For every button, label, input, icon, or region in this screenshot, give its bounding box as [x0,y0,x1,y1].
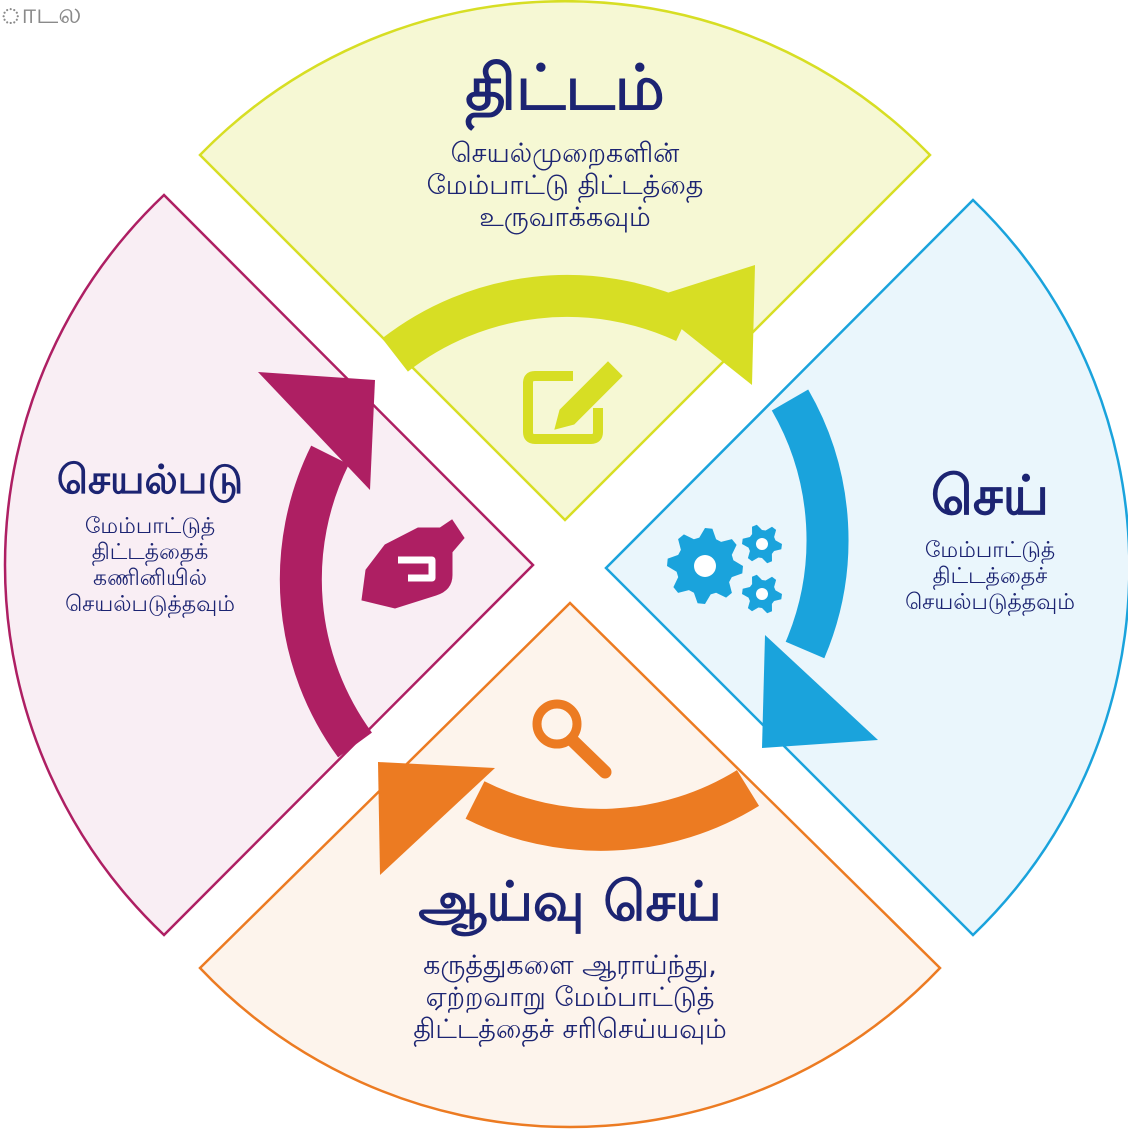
search-icon [532,699,612,779]
plan-desc-line: மேம்பாட்டு திட்டத்தை [426,169,704,201]
plan-arrowhead [645,265,755,385]
check-description: கருத்துகளை ஆராய்ந்து, ஏற்றவாறு மேம்பாட்ட… [320,950,820,1046]
do-desc-line: செயல்படுத்தவும் [905,589,1075,615]
check-quadrant [198,601,942,1129]
check-arrowhead [378,762,495,875]
act-arrowhead [258,372,375,490]
act-desc-line: திட்டத்தைக் [91,539,209,565]
check-desc-line: கருத்துகளை ஆராய்ந்து, [423,950,717,981]
handshake-icon [361,519,465,609]
gear-hole [756,538,768,550]
act-title: செயல்படு [56,457,244,503]
corner-partial-label: ாடல [0,0,82,30]
do-desc-line: மேம்பாட்டுத் [924,538,1056,563]
check-cycle-arrow [465,770,760,851]
act-desc-line: மேம்பாட்டுத் [84,514,216,539]
check-desc-line: திட்டத்தைச் சரிசெய்யவும் [413,1013,727,1045]
do-description: மேம்பாட்டுத் திட்டத்தைச் செயல்படுத்தவும் [850,538,1128,616]
gears-icon [667,524,782,614]
edit-icon [523,361,623,444]
plan-desc-line: உருவாக்கவும் [479,201,651,233]
act-description: மேம்பாட்டுத் திட்டத்தைக் கணினியில் செயல்… [15,514,285,618]
plan-cycle-arrow [382,274,694,372]
do-cycle-arrow [771,389,849,659]
act-desc-line: கணினியில் [93,565,207,591]
gear-hole [756,588,768,600]
plan-quadrant [198,0,932,522]
gear-hole [694,555,716,577]
do-title: செய் [930,464,1050,527]
plan-title: திட்டம் [465,51,665,124]
do-desc-line: திட்டத்தைச் [932,563,1048,589]
do-quadrant [604,198,1128,937]
act-quadrant [3,193,535,937]
act-desc-line: செயல்படுத்தவும் [65,591,235,617]
plan-description: செயல்முறைகளின் மேம்பாட்டு திட்டத்தை உருவ… [335,138,795,234]
check-title: ஆய்வு செய் [418,870,722,933]
act-cycle-arrow [279,445,373,758]
do-arrowhead [762,635,878,748]
plan-desc-line: செயல்முறைகளின் [450,138,680,169]
check-desc-line: ஏற்றவாறு மேம்பாட்டுத் [425,981,715,1013]
